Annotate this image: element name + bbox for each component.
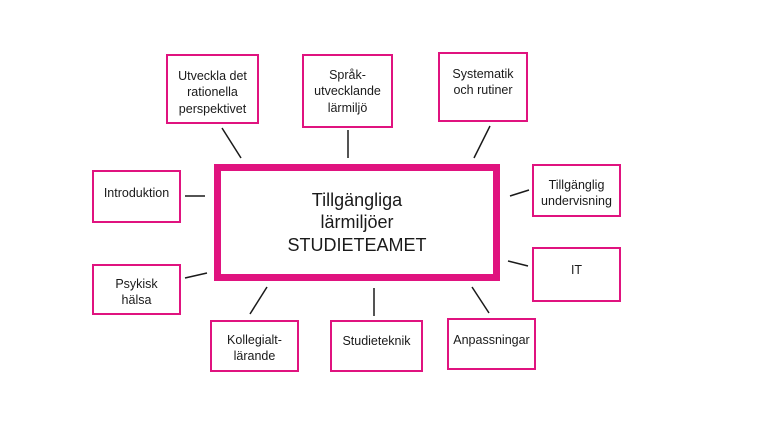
node-label: Systematik och rutiner	[452, 67, 514, 98]
node-anpassningar: Anpassningar	[447, 318, 536, 370]
node-kollegialt-larande: Kollegialt- lärande	[210, 320, 299, 372]
node-sprakutvecklande-larmiljo: Språk- utvecklande lärmiljö	[302, 54, 393, 128]
node-label: Kollegialt- lärande	[227, 333, 282, 364]
center-node: Tillgängliga lärmiljöer STUDIETEAMET	[214, 164, 500, 281]
center-label: Tillgängliga lärmiljöer STUDIETEAMET	[287, 189, 427, 255]
connector-anpassningar	[471, 286, 490, 314]
node-tillganglig-undervisning: Tillgänglig undervisning	[532, 164, 621, 217]
node-label: Språk- utvecklande lärmiljö	[314, 68, 381, 115]
node-label: Anpassningar	[453, 333, 530, 347]
connector-it	[507, 260, 529, 267]
node-studieteknik: Studieteknik	[330, 320, 423, 372]
node-it: IT	[532, 247, 621, 302]
connector-psykisk	[184, 272, 208, 279]
node-label: Psykisk hälsa	[115, 277, 158, 308]
node-label: Introduktion	[103, 186, 170, 200]
connector-tillganglig	[509, 189, 530, 197]
node-label: IT	[570, 263, 583, 277]
node-utveckla-det-rationella-perspektivet: Utveckla det rationella perspektivet	[166, 54, 259, 124]
node-label: Studieteknik	[342, 334, 411, 348]
connector-kollegialt	[249, 286, 268, 315]
connector-systematik	[473, 125, 491, 159]
node-introduktion: Introduktion	[92, 170, 181, 223]
node-psykisk-halsa: Psykisk hälsa	[92, 264, 181, 315]
node-label: Utveckla det rationella perspektivet	[178, 69, 247, 116]
connector-utveckla	[221, 127, 242, 159]
node-label: Tillgänglig undervisning	[541, 178, 612, 209]
node-systematik-och-rutiner: Systematik och rutiner	[438, 52, 528, 122]
